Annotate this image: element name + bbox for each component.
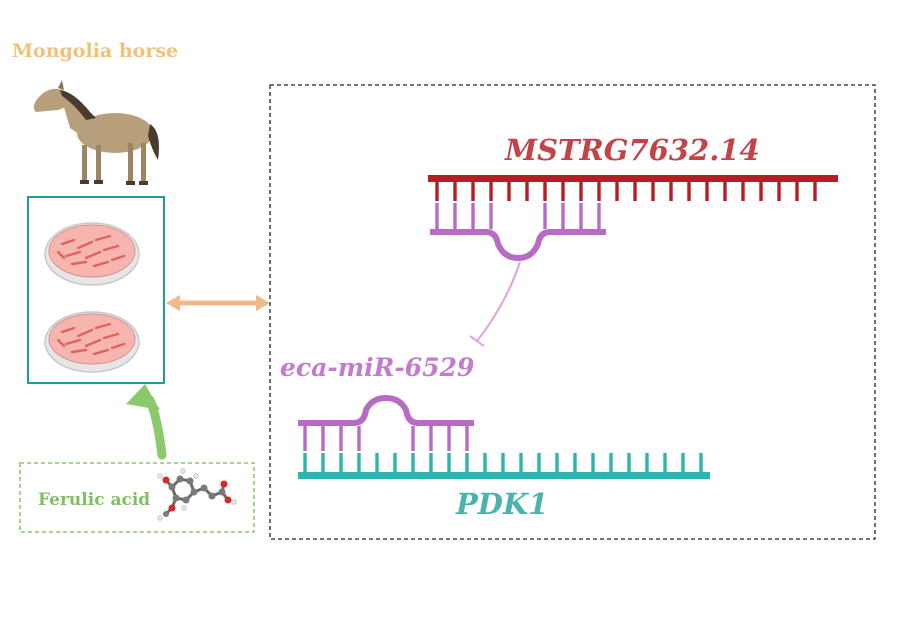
treatment-arrow xyxy=(126,384,167,460)
mirna-strand-top xyxy=(430,203,606,262)
molecule-icon xyxy=(157,468,237,521)
mechanism-panel xyxy=(269,84,876,540)
horse-icon xyxy=(33,80,159,185)
organism-label: Mongolia horse xyxy=(12,40,178,62)
pdk1-strand xyxy=(298,453,710,479)
double-arrow xyxy=(166,295,270,311)
inhibition-line xyxy=(469,261,522,347)
lncrna-strand xyxy=(428,175,838,201)
petri-dish-icon xyxy=(44,222,140,286)
petri-dish-icon xyxy=(44,311,140,373)
treatment-label: Ferulic acid xyxy=(38,490,150,510)
gene-label: PDK1 xyxy=(455,487,548,521)
mirna-label: eca-miR-6529 xyxy=(280,353,474,382)
mirna-strand-bottom xyxy=(298,394,474,451)
lncrna-label: MSTRG7632.14 xyxy=(504,133,760,167)
